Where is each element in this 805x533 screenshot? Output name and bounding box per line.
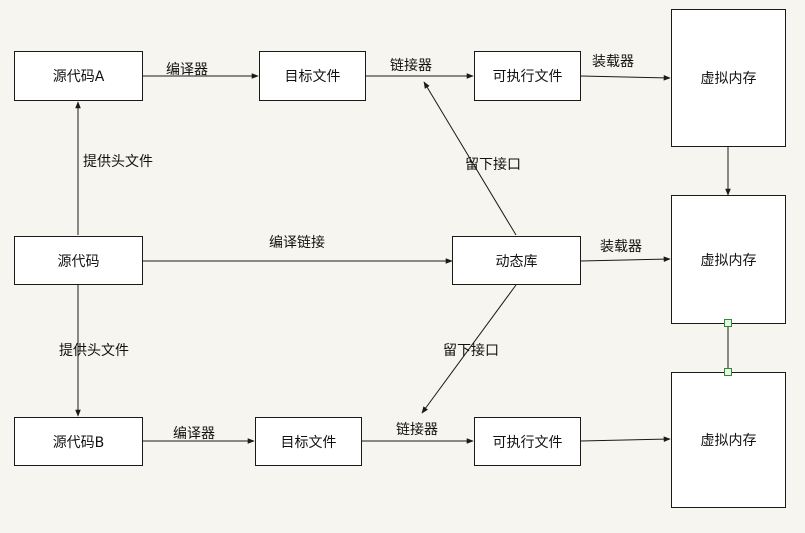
node-source-a[interactable]: 源代码A (14, 51, 143, 101)
node-object-file-b[interactable]: 目标文件 (255, 417, 362, 466)
label-linker-b: 链接器 (396, 422, 438, 438)
node-object-file-a[interactable]: 目标文件 (259, 51, 366, 101)
label-compiler-a: 编译器 (166, 62, 208, 78)
connector-end-handle[interactable] (724, 368, 732, 376)
node-virtual-memory-1[interactable]: 虚拟内存 (671, 9, 786, 147)
label-linker-a: 链接器 (390, 58, 432, 74)
node-virtual-memory-3[interactable]: 虚拟内存 (671, 372, 786, 508)
arrow-dylib-to-vm-2 (580, 256, 671, 262)
label-loader-a: 装载器 (592, 54, 634, 70)
node-source-b[interactable]: 源代码B (14, 417, 143, 466)
arrow-dylib-to-linker-a (423, 81, 517, 236)
node-executable-b[interactable]: 可执行文件 (474, 417, 581, 466)
label-compile-link: 编译链接 (269, 235, 325, 251)
label-compiler-b: 编译器 (173, 426, 215, 442)
label-loader-dylib: 装载器 (600, 239, 642, 255)
node-virtual-memory-2[interactable]: 虚拟内存 (671, 195, 786, 324)
connector-start-handle[interactable] (724, 319, 732, 327)
arrow-dylib-to-linker-b (421, 284, 517, 414)
node-dynamic-library[interactable]: 动态库 (452, 236, 581, 285)
label-interface-a: 留下接口 (465, 157, 521, 173)
node-executable-a[interactable]: 可执行文件 (474, 51, 581, 101)
arrow-exe-a-to-vm-1 (580, 75, 671, 81)
node-source[interactable]: 源代码 (14, 236, 143, 285)
label-header-b: 提供头文件 (59, 343, 129, 359)
label-interface-b: 留下接口 (443, 343, 499, 359)
arrow-exe-b-to-vm-3 (580, 436, 671, 442)
label-header-a: 提供头文件 (83, 154, 153, 170)
